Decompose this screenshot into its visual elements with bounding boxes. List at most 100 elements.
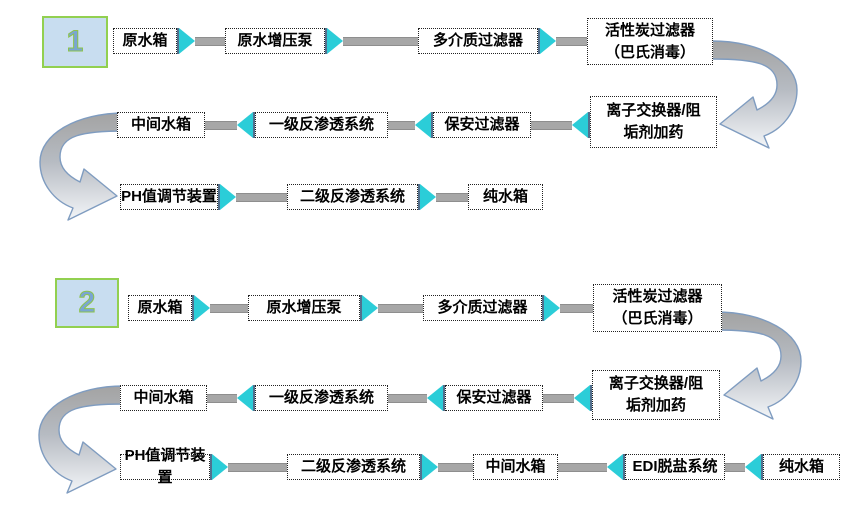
flow-number-badge: 2 (55, 278, 119, 328)
flow-arrow-left (725, 454, 763, 480)
node-raw-water-tank: 原水箱 (113, 28, 177, 54)
arrow-left-triangle-icon (237, 112, 253, 138)
node-ro-stage-1: 一级反渗透系统 (255, 385, 388, 411)
connector-bar (205, 120, 237, 130)
flow-arrow-left (388, 385, 445, 411)
node-intermediate-tank: 中间水箱 (117, 112, 205, 138)
node-security-filter: 保安过滤器 (433, 112, 531, 138)
arrow-right-triangle-icon (212, 454, 228, 480)
node-raw-water-booster-pump: 原水增压泵 (225, 28, 325, 54)
arrow-edge (761, 454, 763, 480)
arrow-right-triangle-icon (540, 28, 556, 54)
arrow-right-triangle-icon (362, 295, 378, 321)
node-raw-water-tank: 原水箱 (128, 295, 192, 321)
node-intermediate-tank: 中间水箱 (120, 385, 207, 411)
arrow-edge (360, 295, 362, 321)
arrow-left-triangle-icon (607, 454, 623, 480)
flow-arrow-left (207, 385, 255, 411)
arrow-right-triangle-icon (544, 295, 560, 321)
flow-number: 2 (78, 286, 96, 320)
arrow-edge (192, 295, 194, 321)
node-ro-stage-1: 一级反渗透系统 (255, 112, 388, 138)
connector-bar (343, 36, 418, 46)
connector-bar (556, 36, 587, 46)
arrow-edge (623, 454, 625, 480)
node-pure-water-tank: 纯水箱 (763, 454, 840, 480)
connector-bar (436, 192, 468, 202)
connector-bar (438, 462, 473, 472)
curved-arrow-down-right-icon (39, 112, 126, 221)
arrow-left-triangle-icon (415, 112, 431, 138)
arrow-left-triangle-icon (237, 385, 253, 411)
arrow-edge (325, 28, 327, 54)
connector-bar (207, 393, 237, 403)
curved-arrow-down-right-icon (38, 385, 125, 494)
flow-arrow-right (418, 184, 468, 210)
arrow-left-triangle-icon (574, 385, 590, 411)
arrow-right-triangle-icon (194, 295, 210, 321)
flow-arrow-right (420, 454, 473, 480)
node-raw-water-booster-pump: 原水增压泵 (248, 295, 360, 321)
connector-bar (543, 393, 574, 403)
node-multimedia-filter: 多介质过滤器 (418, 28, 538, 54)
connector-bar (236, 192, 287, 202)
node-multimedia-filter: 多介质过滤器 (423, 295, 542, 321)
arrow-edge (418, 184, 420, 210)
arrow-edge (588, 112, 590, 138)
arrow-edge (443, 385, 445, 411)
connector-bar (210, 303, 248, 313)
connector-bar (195, 36, 225, 46)
flow-arrow-right (177, 28, 225, 54)
arrow-edge (590, 385, 592, 411)
node-intermediate-tank-2: 中间水箱 (473, 454, 558, 480)
node-ro-stage-2: 二级反渗透系统 (287, 184, 418, 210)
arrow-edge (218, 184, 220, 210)
arrow-right-triangle-icon (220, 184, 236, 210)
arrow-edge (420, 454, 422, 480)
flow-arrow-left (531, 112, 590, 138)
arrow-right-triangle-icon (422, 454, 438, 480)
flow-arrow-right (192, 295, 248, 321)
arrow-edge (210, 454, 212, 480)
connector-bar (228, 462, 287, 472)
node-edi-desalination: EDI脱盐系统 (625, 454, 725, 480)
connector-bar (388, 393, 427, 403)
flow-arrow-left (205, 112, 255, 138)
node-ion-exchanger-dosing: 离子交换器/阻 垢剂加药 (590, 96, 717, 148)
flow-arrow-left (558, 454, 625, 480)
flow-arrow-left (388, 112, 433, 138)
connector-bar (388, 120, 415, 130)
node-security-filter: 保安过滤器 (445, 385, 543, 411)
node-activated-carbon-filter: 活性炭过滤器 （巴氏消毒） (587, 18, 713, 65)
arrow-left-triangle-icon (745, 454, 761, 480)
connector-bar (558, 462, 607, 472)
arrow-right-triangle-icon (327, 28, 343, 54)
arrow-edge (542, 295, 544, 321)
node-activated-carbon-filter: 活性炭过滤器 （巴氏消毒） (593, 284, 722, 332)
arrow-edge (253, 385, 255, 411)
flow-arrow-left (543, 385, 592, 411)
node-ph-adjust-device: PH值调节装置 (120, 447, 210, 486)
arrow-right-triangle-icon (179, 28, 195, 54)
connector-bar (378, 303, 423, 313)
curved-arrow-down-left-icon (715, 311, 802, 420)
connector-bar (725, 462, 745, 472)
node-ro-stage-2: 二级反渗透系统 (287, 454, 420, 480)
arrow-edge (177, 28, 179, 54)
node-ion-exchanger-dosing: 离子交换器/阻 垢剂加药 (592, 370, 720, 420)
connector-bar (560, 303, 593, 313)
arrow-right-triangle-icon (420, 184, 436, 210)
arrow-edge (253, 112, 255, 138)
node-ph-adjust-device: PH值调节装置 (120, 184, 218, 210)
flow-arrow-right (538, 28, 587, 54)
arrow-left-triangle-icon (427, 385, 443, 411)
flow-arrow-right (325, 28, 418, 54)
node-pure-water-tank: 纯水箱 (468, 184, 543, 210)
curved-arrow-down-left-icon (711, 40, 798, 149)
arrow-left-triangle-icon (572, 112, 588, 138)
connector-bar (531, 120, 572, 130)
flow-number-badge: 1 (42, 16, 108, 68)
arrow-edge (431, 112, 433, 138)
arrow-edge (538, 28, 540, 54)
